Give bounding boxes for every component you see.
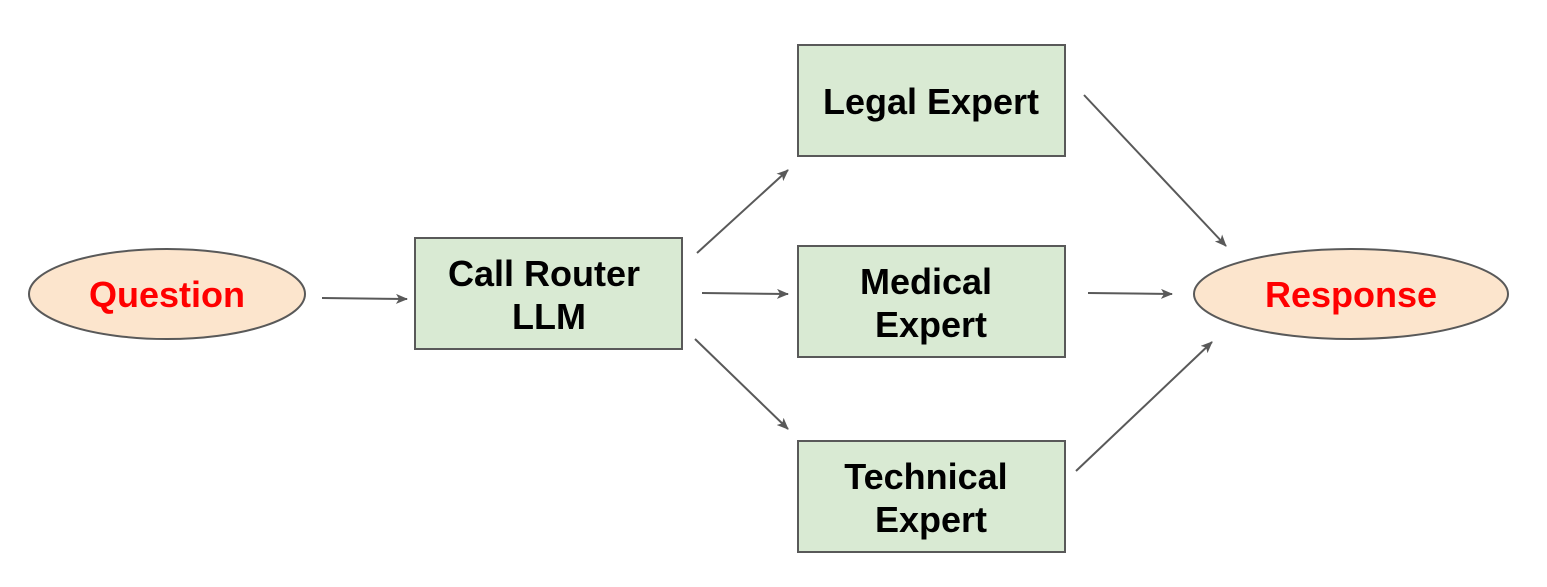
edge-question-router [321,293,408,304]
edge-technical-response [1075,341,1213,472]
router-box [414,237,683,350]
medical-expert-label-line1: Medical [860,261,992,302]
legal-expert-box [797,44,1066,157]
medical-expert-node: Medical Expert [797,245,1066,358]
medical-expert-label-line2: Expert [875,304,987,345]
legal-expert-label: Legal Expert [823,81,1039,122]
medical-expert-label: Medical Expert [860,261,1002,345]
router-label-line2: LLM [512,296,586,337]
router-label: Call Router LLM [448,253,650,337]
edge-router-medical [701,288,789,299]
edges [321,94,1227,472]
technical-expert-box [797,440,1066,553]
technical-expert-label: Technical Expert [844,456,1017,540]
question-ellipse [28,248,306,340]
edge-legal-response [1083,94,1227,247]
medical-expert-box [797,245,1066,358]
technical-expert-node: Technical Expert [797,440,1066,553]
response-node: Response [1193,248,1509,340]
edge-router-technical [694,338,789,430]
edge-router-legal [696,169,789,254]
router-node: Call Router LLM [414,237,683,350]
response-label: Response [1265,274,1437,315]
legal-expert-node: Legal Expert [797,44,1066,157]
router-label-line1: Call Router [448,253,640,294]
question-node: Question [28,248,306,340]
response-ellipse [1193,248,1509,340]
technical-expert-label-line2: Expert [875,499,987,540]
edge-medical-response [1087,288,1173,299]
technical-expert-label-line1: Technical [844,456,1007,497]
question-label: Question [89,274,245,315]
